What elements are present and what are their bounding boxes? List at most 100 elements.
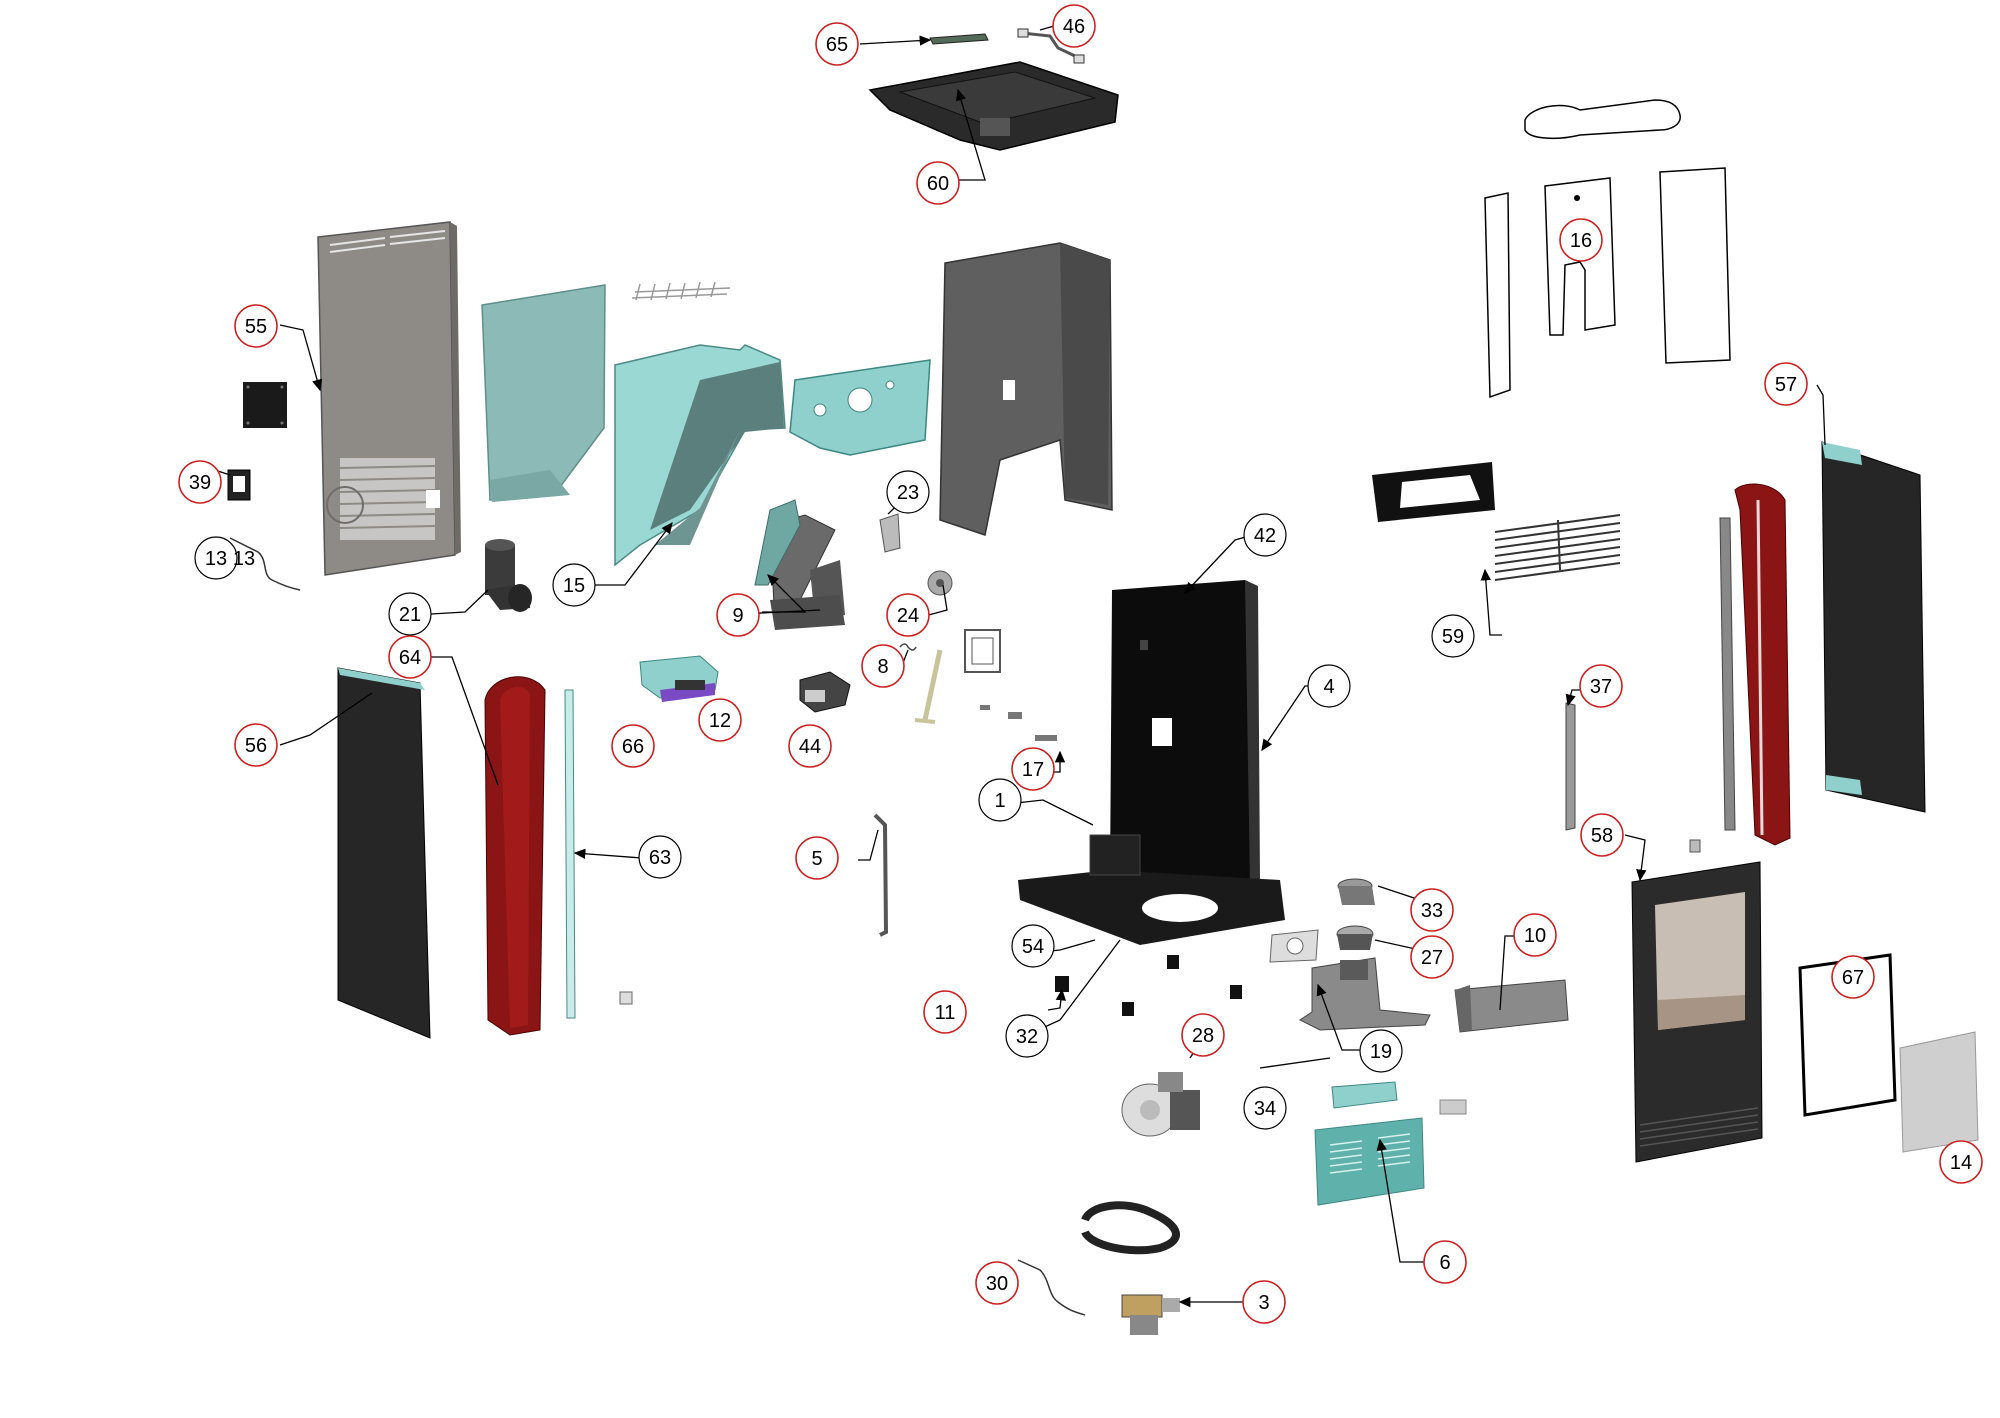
gasket-part [1269, 929, 1319, 963]
combustion-chamber-cover-part [614, 344, 786, 567]
callout-number: 10 [1524, 925, 1546, 947]
gear-motor-part [799, 671, 851, 713]
deflector-plate-part [789, 359, 931, 456]
callout-number: 14 [1950, 1152, 1972, 1174]
callout-number: 42 [1254, 525, 1276, 547]
callout-number: 67 [1842, 967, 1864, 989]
callout-number: 33 [1421, 900, 1443, 922]
electronic-box-part [639, 655, 719, 702]
callout-6: 6 [1423, 1240, 1467, 1284]
callout-number: 64 [399, 647, 421, 669]
callout-3: 3 [1242, 1280, 1286, 1324]
tube-part [754, 499, 801, 586]
callout-23: 23 [886, 470, 930, 514]
callout-number: 34 [1254, 1098, 1276, 1120]
callout-number: 57 [1775, 374, 1797, 396]
door-bracket-part [1565, 702, 1576, 831]
callout-66: 66 [611, 724, 655, 768]
callout-28: 28 [1181, 1013, 1225, 1057]
right-strip-part [1719, 517, 1736, 831]
small-clip-part [619, 991, 633, 1005]
callout-number: 11 [935, 1002, 956, 1024]
fan-wheel-part [927, 570, 953, 596]
callout-number: 65 [826, 34, 848, 56]
gasket-plate-part [964, 629, 1001, 673]
callout-9: 9 [716, 593, 760, 637]
callout-number: 60 [927, 173, 949, 195]
callout-16: 16 [1559, 218, 1603, 262]
callout-46: 46 [1052, 4, 1096, 48]
callout-42: 42 [1243, 513, 1287, 557]
callout-14: 14 [1939, 1140, 1983, 1184]
callout-number: 27 [1421, 947, 1443, 969]
callout-37: 37 [1579, 664, 1623, 708]
side-brick-part [1484, 192, 1511, 399]
callout-24: 24 [886, 593, 930, 637]
callout-13: 13 [194, 536, 238, 580]
callout-34: 34 [1243, 1086, 1287, 1130]
callout-number: 4 [1323, 676, 1334, 698]
probe-cable-part [1017, 1259, 1086, 1316]
callout-number: 19 [1370, 1041, 1392, 1063]
callout-65: 65 [815, 22, 859, 66]
callout-44: 44 [788, 724, 832, 768]
left-burgundy-trim-part [484, 676, 546, 1036]
bracket-part [873, 813, 889, 937]
callout-number: 30 [986, 1273, 1008, 1295]
callout-number: 16 [1570, 230, 1592, 252]
callout-5: 5 [795, 836, 839, 880]
clip-part [879, 513, 901, 553]
top-brick-part [1524, 99, 1681, 140]
cable-part [1017, 28, 1085, 64]
callout-number: 9 [732, 605, 743, 627]
back-panel-part [317, 221, 461, 576]
callout-number: 39 [189, 472, 211, 494]
callout-number: 55 [245, 316, 267, 338]
side-brick-right-part [1659, 167, 1731, 364]
callout-58: 58 [1580, 813, 1624, 857]
callout-number: 1 [994, 790, 1005, 812]
ash-drawer-part [1454, 979, 1569, 1033]
callout-19: 19 [1359, 1029, 1403, 1073]
callout-number: 44 [799, 736, 821, 758]
callout-number: 13 [205, 548, 227, 570]
callout-number: 59 [1442, 626, 1464, 648]
inner-panel-part [481, 284, 606, 502]
door-clip-part [1689, 839, 1701, 853]
switch-part [227, 469, 251, 501]
probe-wire-part [229, 537, 301, 591]
callout-67: 67 [1831, 955, 1875, 999]
main-frame-part [1018, 580, 1285, 945]
callout-55: 55 [234, 304, 278, 348]
callout-number: 54 [1022, 936, 1044, 958]
control-board-part [929, 33, 989, 45]
callout-number: 28 [1192, 1025, 1214, 1047]
left-strip-part [564, 689, 576, 1019]
fitting-part [980, 705, 1057, 741]
right-burgundy-trim-part [1734, 483, 1791, 846]
callout-number: 66 [622, 736, 644, 758]
callout-64: 64 [388, 635, 432, 679]
callout-59: 59 [1431, 614, 1475, 658]
callout-4: 4 [1307, 664, 1351, 708]
callout-number: 6 [1439, 1252, 1450, 1274]
callout-number: 13 [233, 548, 255, 570]
callout-30: 30 [975, 1261, 1019, 1305]
right-side-panel-part [1821, 441, 1926, 813]
left-side-panel-part [337, 667, 431, 1039]
fan-housing-part [1299, 957, 1431, 1031]
exhaust-fan-part [1121, 1072, 1200, 1137]
cover-plate-part [1331, 1081, 1467, 1115]
callout-number: 3 [1258, 1292, 1269, 1314]
callout-number: 56 [245, 735, 267, 757]
callout-number: 17 [1022, 759, 1044, 781]
inspection-plate-part [243, 382, 287, 428]
callout-15: 15 [552, 563, 596, 607]
callout-number: 46 [1063, 16, 1085, 38]
callout-number: 63 [649, 847, 671, 869]
door-part [1631, 861, 1763, 1163]
foot-part [1055, 955, 1242, 1016]
callout-10: 10 [1513, 913, 1557, 957]
callout-number: 15 [563, 575, 585, 597]
